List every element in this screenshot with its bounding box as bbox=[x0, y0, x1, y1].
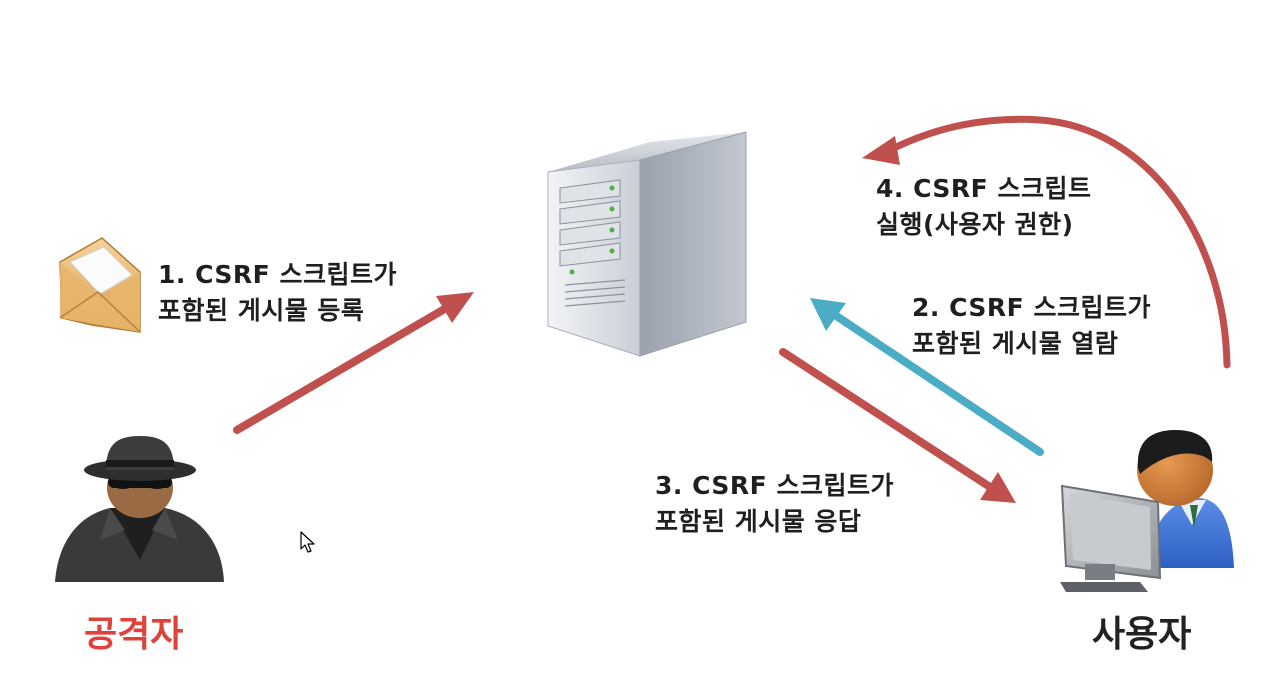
step1-line2: 포함된 게시물 등록 bbox=[158, 296, 365, 325]
step4-label: 4. CSRF 스크립트 실행(사용자 권한) bbox=[876, 171, 1091, 243]
step1-line1: 1. CSRF 스크립트가 bbox=[158, 260, 397, 289]
mouse-cursor-icon bbox=[300, 531, 315, 553]
envelope-icon bbox=[59, 237, 141, 333]
arrow-step1 bbox=[233, 292, 474, 434]
step3-line2: 포함된 게시물 응답 bbox=[655, 507, 862, 536]
attacker-label: 공격자 bbox=[84, 614, 184, 655]
arrow-step2 bbox=[810, 298, 1044, 456]
step2-line2: 포함된 게시물 열람 bbox=[912, 329, 1119, 358]
step2-label: 2. CSRF 스크립트가 포함된 게시물 열람 bbox=[912, 290, 1151, 362]
step3-label: 3. CSRF 스크립트가 포함된 게시물 응답 bbox=[655, 468, 894, 540]
step3-line1: 3. CSRF 스크립트가 bbox=[655, 471, 894, 500]
step2-line1: 2. CSRF 스크립트가 bbox=[912, 293, 1151, 322]
user-computer-icon bbox=[1060, 430, 1234, 592]
user-label: 사용자 bbox=[1092, 614, 1192, 655]
arrow-step4 bbox=[862, 115, 1231, 369]
step1-label: 1. CSRF 스크립트가 포함된 게시물 등록 bbox=[158, 257, 397, 329]
step4-line1: 4. CSRF 스크립트 bbox=[876, 174, 1092, 203]
attacker-icon bbox=[55, 436, 224, 582]
arrow-step3 bbox=[779, 348, 1016, 503]
server-icon bbox=[547, 131, 747, 357]
step4-line2: 실행(사용자 권한) bbox=[876, 210, 1074, 239]
